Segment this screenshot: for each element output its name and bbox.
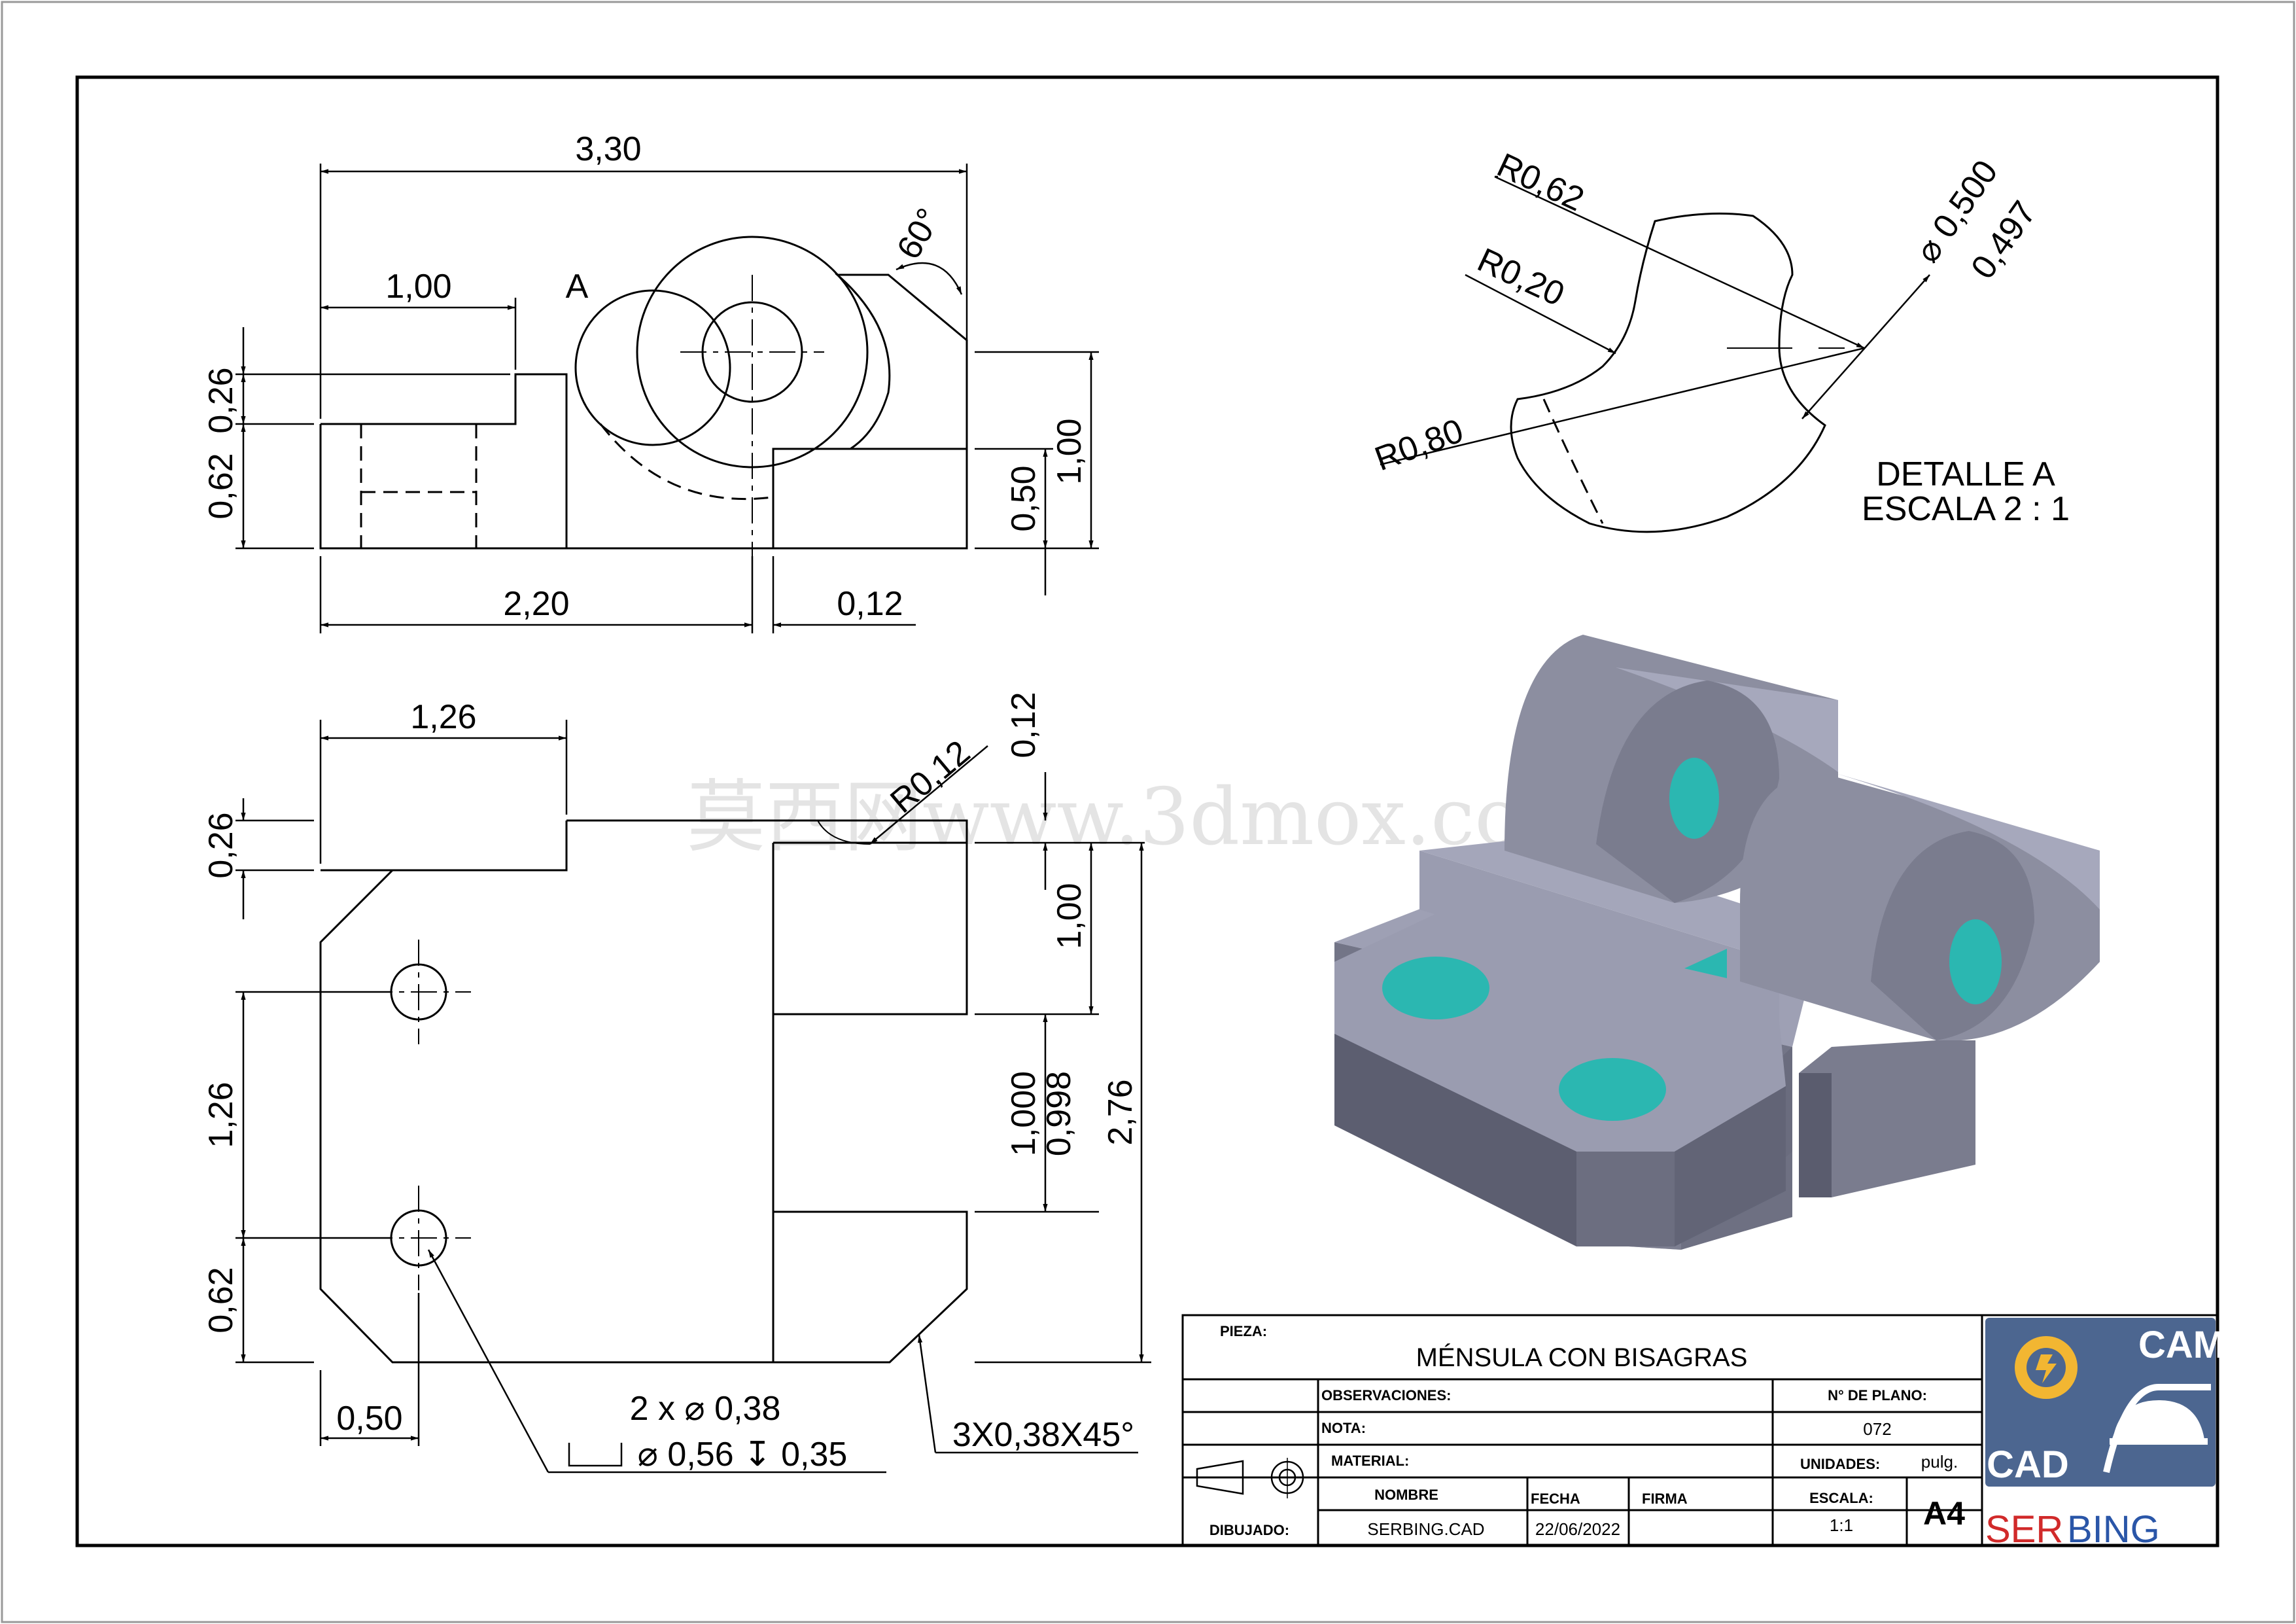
detail-title: DETALLE A	[1876, 455, 2055, 493]
tb-nombre-value: SERBING.CAD	[1367, 1519, 1484, 1539]
detail-a-dimensions	[1380, 175, 1930, 466]
logo-cam-text: CAM	[2138, 1324, 2225, 1366]
top-view-fillet	[817, 820, 871, 845]
front-view-hidden-lines	[360, 424, 478, 548]
chamfer-note: 3X0,38X45°	[952, 1416, 1134, 1454]
counterbore-symbol	[568, 1443, 623, 1467]
top-view	[319, 819, 968, 1364]
dim-0-12-top: 0,12	[1005, 692, 1043, 758]
dim-3-30: 3,30	[575, 130, 641, 168]
detail-r0-80: R0,80	[1370, 412, 1468, 478]
detail-r0-20: R0,20	[1472, 241, 1570, 313]
hole-leader	[427, 1249, 549, 1473]
dim-0-50-top: 0,50	[336, 1400, 402, 1438]
detail-label-a: A	[566, 268, 589, 306]
fillet-leader	[869, 745, 988, 845]
gear-icon	[2015, 1336, 2078, 1399]
tb-observaciones-label: OBSERVACIONES:	[1321, 1387, 1451, 1403]
tb-part-name: MÉNSULA CON BISAGRAS	[1416, 1343, 1748, 1372]
dim-60-deg: 60°	[890, 202, 948, 266]
leader-diameter	[1801, 274, 1930, 419]
projection-symbol	[1196, 1458, 1315, 1498]
dim-1-26-left: 1,26	[202, 1082, 240, 1148]
front-view	[319, 236, 968, 589]
tb-dibujado-label: DIBUJADO:	[1209, 1522, 1289, 1538]
drawing-frame	[75, 75, 2219, 1547]
tb-unidades-value: pulg.	[1921, 1452, 1958, 1472]
dim-0-26-front: 0,26	[202, 367, 240, 433]
dim-1-000: 1,000	[1005, 1071, 1043, 1156]
tb-nombre-label: NOMBRE	[1374, 1487, 1438, 1503]
tb-fecha-value: 22/06/2022	[1535, 1519, 1620, 1539]
front-view-centerlines	[680, 275, 824, 589]
dim-0-50: 0,50	[1005, 465, 1043, 531]
dim-0-26-top: 0,26	[202, 812, 240, 878]
leader-r0-80	[1380, 347, 1865, 466]
company-logo: CAM CAD SER BING	[1985, 1318, 2225, 1551]
tb-pieza-label: PIEZA:	[1220, 1323, 1267, 1339]
detail-scale: ESCALA 2 : 1	[1862, 490, 2070, 528]
front-view-detail-circle	[574, 289, 731, 446]
dim-0-12: 0,12	[837, 585, 903, 623]
tb-plano-label: N° DE PLANO:	[1828, 1387, 1927, 1403]
tb-size: A4	[1923, 1495, 1965, 1532]
top-view-dimensions	[235, 720, 1151, 1474]
helmet-icon	[2110, 1400, 2208, 1445]
tb-nota-label: NOTA:	[1321, 1420, 1366, 1436]
top-view-outline	[319, 819, 968, 1364]
tb-material-label: MATERIAL:	[1331, 1453, 1409, 1469]
brand-ser: SER	[1985, 1508, 2063, 1551]
top-view-hole-centerlines	[366, 940, 471, 1290]
top-view-dim-text: 1,26 0,26 R0,12 0,12 1,00 1,26 0,62 1,00…	[202, 692, 1139, 1474]
dim-1-00-lug: 1,00	[1051, 883, 1088, 949]
dim-1-00-right: 1,00	[1051, 418, 1088, 484]
tb-plano-value: 072	[1863, 1419, 1891, 1439]
logo-cad-text: CAD	[1987, 1443, 2069, 1486]
hole-note-line1: 2 x ⌀ 0,38	[630, 1390, 781, 1428]
detail-a-text: R0,62 R0,20 R0,80 ⌀ 0,500 0,497 DETALLE …	[1370, 146, 2070, 528]
dim-0-62-front: 0,62	[202, 453, 240, 519]
brand-bing: BING	[2067, 1508, 2160, 1551]
dim-0-62-top: 0,62	[202, 1267, 240, 1333]
front-view-outline	[319, 373, 968, 550]
hole-note-line2: ⌀ 0,56 ↧ 0,35	[638, 1436, 848, 1474]
tb-fecha-label: FECHA	[1531, 1491, 1580, 1507]
detail-a-outline	[1510, 212, 1826, 533]
detail-r0-62: R0,62	[1491, 146, 1590, 219]
isometric-model	[1334, 635, 2100, 1250]
front-view-lug	[773, 274, 968, 450]
front-view-hidden-arc	[599, 423, 773, 501]
dim-2-20: 2,20	[503, 585, 569, 623]
front-view-dimensions	[235, 164, 1099, 633]
tb-unidades-label: UNIDADES:	[1800, 1456, 1880, 1472]
title-block	[1181, 1314, 2219, 1547]
tb-firma-label: FIRMA	[1642, 1491, 1688, 1507]
title-block-text: PIEZA: MÉNSULA CON BISAGRAS OBSERVACIONE…	[1209, 1323, 1965, 1539]
dim-0-998: 0,998	[1040, 1071, 1078, 1156]
angle-arc-60	[896, 262, 963, 295]
leader-r0-20	[1465, 274, 1616, 355]
tb-escala-value: 1:1	[1830, 1515, 1853, 1535]
tb-escala-label: ESCALA:	[1809, 1490, 1873, 1506]
detail-a-hidden-arc	[1542, 398, 1604, 524]
dim-1-00-top: 1,00	[385, 268, 451, 306]
chamfer-leader	[918, 1334, 937, 1453]
dim-2-76: 2,76	[1102, 1079, 1139, 1145]
dim-1-26-top: 1,26	[410, 698, 476, 736]
